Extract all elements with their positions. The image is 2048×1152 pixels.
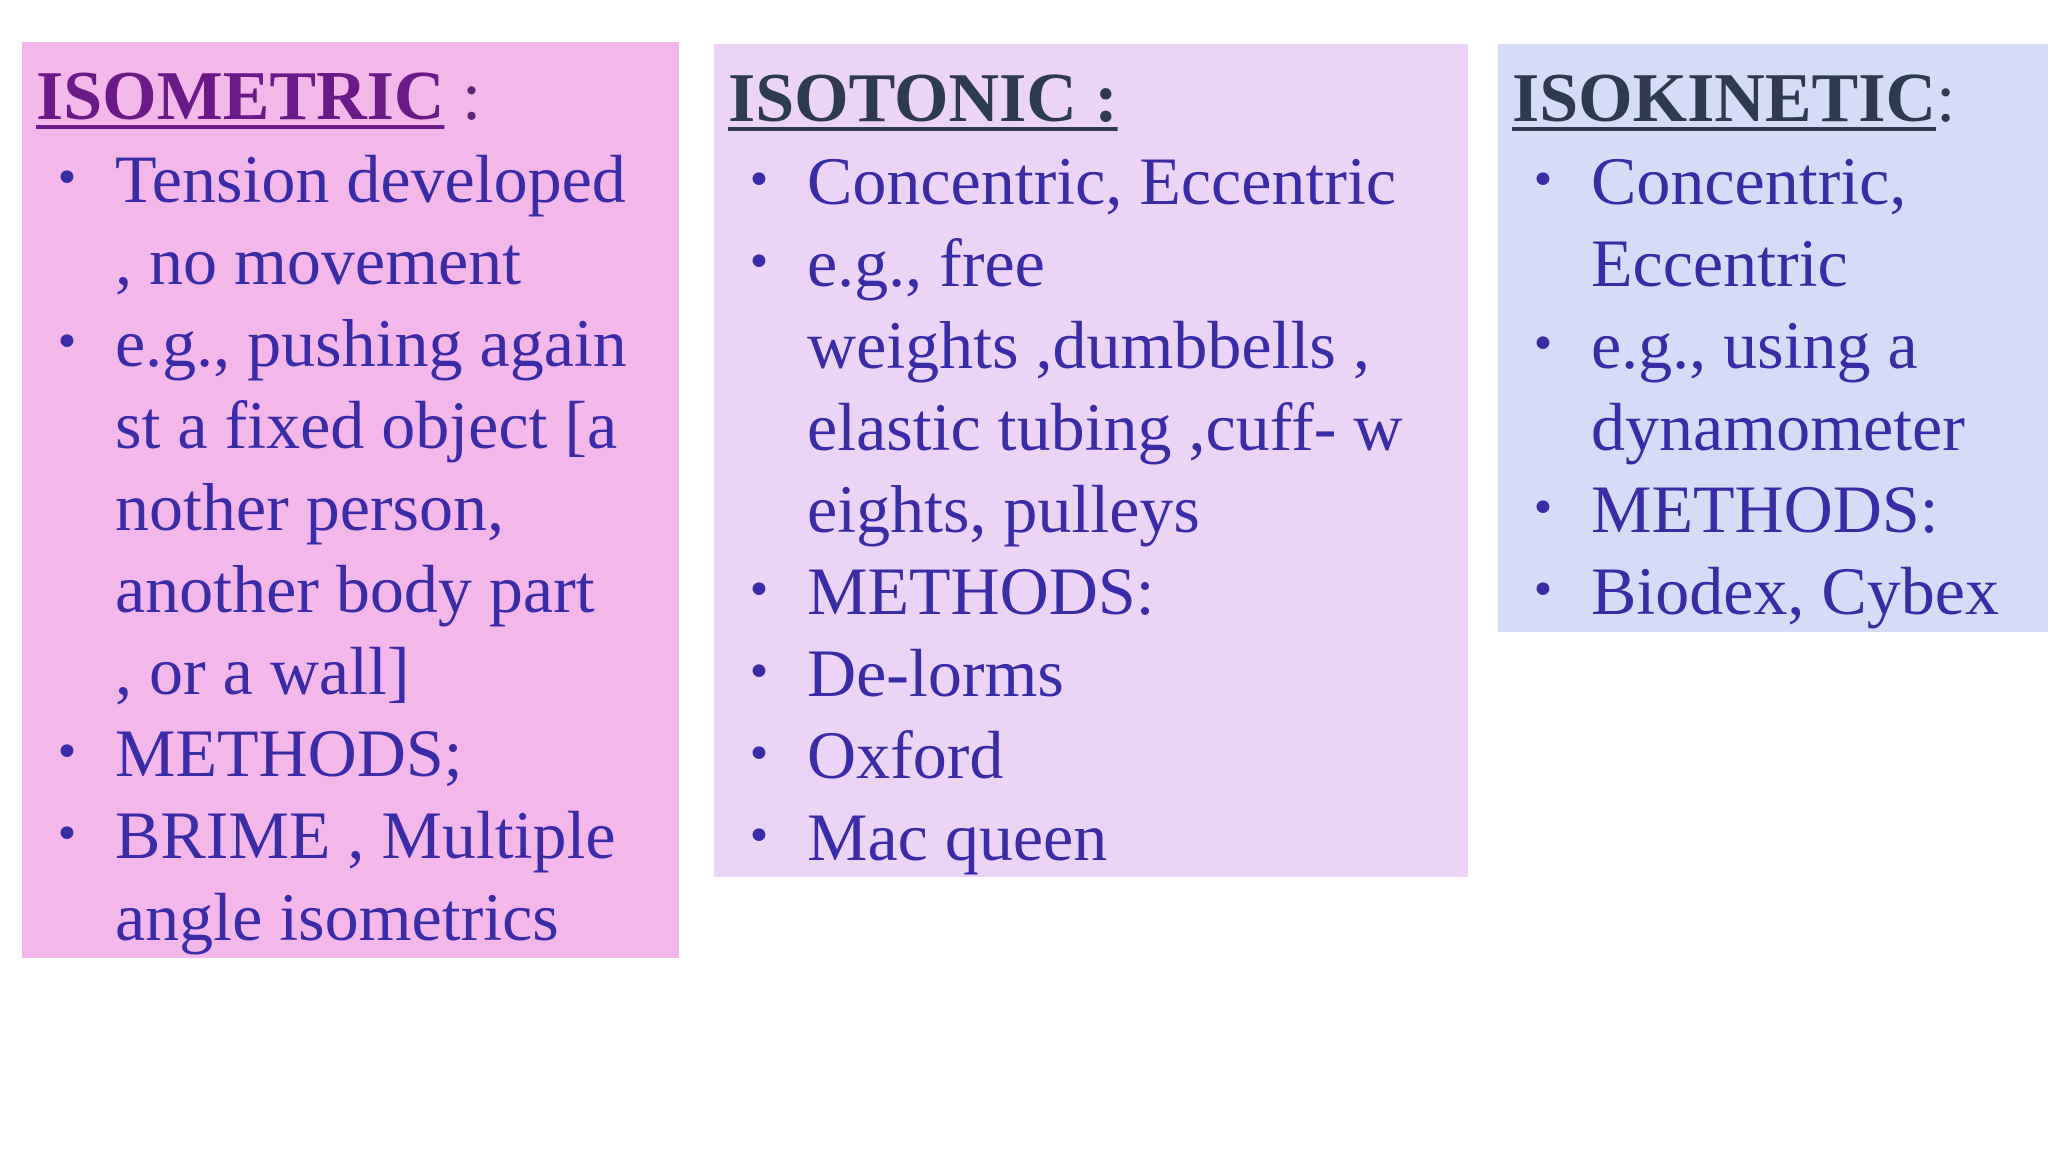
bullet-dot-icon: •	[746, 237, 772, 288]
bullet-text-line: , or a wall]	[115, 633, 410, 709]
bullet-dot-icon: •	[746, 729, 772, 780]
bullet-text-line: e.g., pushing again	[115, 305, 627, 381]
bullet-item: • METHODS:	[1512, 468, 2034, 550]
bullet-text-line: dynamometer	[1591, 389, 1965, 465]
bullet-dot-icon: •	[746, 811, 772, 862]
isokinetic-heading: ISOKINETIC:	[1512, 58, 2034, 140]
bullet-text-line: nother person,	[115, 469, 505, 545]
bullet-text-line: e.g., using a	[1591, 307, 1918, 383]
bullet-text-line: De-lorms	[807, 635, 1064, 711]
bullet-text-line: e.g., free	[807, 225, 1045, 301]
isometric-title: ISOMETRIC	[36, 58, 445, 135]
bullet-dot-icon: •	[54, 809, 80, 860]
bullet-item: • Concentric,Eccentric	[1512, 140, 2034, 304]
bullet-dot-icon: •	[1530, 155, 1556, 206]
bullet-text-line: Concentric, Eccentric	[807, 143, 1397, 219]
bullet-item: • METHODS;	[36, 712, 665, 794]
bullet-text-line: METHODS;	[115, 715, 463, 791]
bullet-dot-icon: •	[54, 153, 80, 204]
bullet-item: • Concentric, Eccentric	[728, 140, 1454, 222]
bullet-text-line: Concentric,	[1591, 143, 1907, 219]
bullet-text-line: Eccentric	[1591, 225, 1848, 301]
bullet-text-line: METHODS:	[1591, 471, 1939, 547]
bullet-text-line: Mac queen	[807, 799, 1108, 875]
bullet-text-line: eights, pulleys	[807, 471, 1200, 547]
bullet-dot-icon: •	[746, 647, 772, 698]
isometric-heading: ISOMETRIC :	[36, 56, 665, 138]
isometric-box: ISOMETRIC : • Tension developed, no movem…	[22, 42, 679, 958]
bullet-text-line: BRIME , Multiple	[115, 797, 616, 873]
bullet-dot-icon: •	[746, 565, 772, 616]
bullet-dot-icon: •	[1530, 565, 1556, 616]
bullet-item: • Oxford	[728, 714, 1454, 796]
bullet-text-line: Oxford	[807, 717, 1004, 793]
isokinetic-box: ISOKINETIC: • Concentric,Eccentric • e.g., …	[1498, 44, 2048, 632]
bullet-text-line: weights ,dumbbells ,	[807, 307, 1370, 383]
bullet-text-line: st a fixed object [a	[115, 387, 618, 463]
isometric-colon: :	[444, 58, 482, 135]
bullet-text-line: elastic tubing ,cuff- w	[807, 389, 1403, 465]
isometric-bullet-list: • Tension developed, no movement • e.g., pu…	[36, 138, 665, 958]
isotonic-title: ISOTONIC :	[728, 60, 1118, 137]
bullet-dot-icon: •	[1530, 483, 1556, 534]
bullet-item: • De-lorms	[728, 632, 1454, 714]
bullet-text-line: another body part	[115, 551, 595, 627]
isotonic-heading: ISOTONIC :	[728, 58, 1454, 140]
isotonic-box: ISOTONIC : • Concentric, Eccentric • e.g., …	[714, 44, 1468, 877]
bullet-item: • Tension developed, no movement	[36, 138, 665, 302]
bullet-item: • Mac queen	[728, 796, 1454, 878]
bullet-text-line: , no movement	[115, 223, 522, 299]
bullet-dot-icon: •	[54, 727, 80, 778]
bullet-item: • METHODS:	[728, 550, 1454, 632]
bullet-text-line: angle isometrics	[115, 879, 559, 955]
bullet-item: • Biodex, Cybex	[1512, 550, 2034, 632]
bullet-text-line: Tension developed	[115, 141, 626, 217]
bullet-dot-icon: •	[746, 155, 772, 206]
bullet-item: • BRIME , Multiple angle isometrics	[36, 794, 665, 958]
bullet-text-line: METHODS:	[807, 553, 1155, 629]
bullet-text-line: Biodex, Cybex	[1591, 553, 1999, 629]
bullet-dot-icon: •	[1530, 319, 1556, 370]
isokinetic-colon: :	[1936, 60, 1956, 137]
bullet-dot-icon: •	[54, 317, 80, 368]
isokinetic-title: ISOKINETIC	[1512, 60, 1937, 137]
